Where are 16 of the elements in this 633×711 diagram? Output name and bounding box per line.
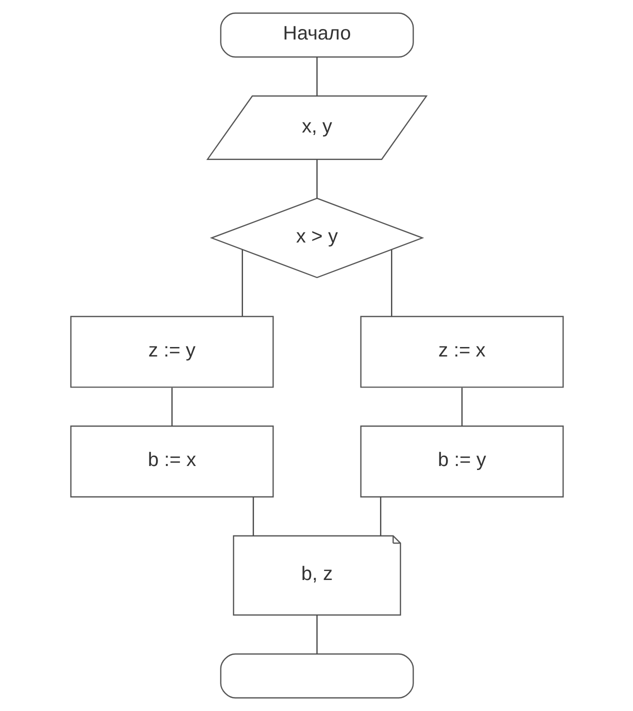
connector bbox=[380, 496, 381, 536]
connector bbox=[316, 57, 318, 96]
connector bbox=[241, 250, 242, 316]
connector bbox=[316, 615, 318, 654]
node-box: Начало bbox=[220, 12, 414, 58]
connector bbox=[170, 388, 172, 426]
node-box: b := x bbox=[70, 426, 274, 498]
node-diamond: x > y bbox=[209, 198, 424, 278]
node-box: z := x bbox=[360, 316, 564, 388]
connector bbox=[460, 388, 462, 426]
node-box: b := y bbox=[360, 426, 564, 498]
node-terminal bbox=[220, 653, 414, 698]
node-box: z := y bbox=[70, 316, 274, 388]
connector bbox=[316, 160, 318, 198]
connector bbox=[390, 250, 392, 316]
connector bbox=[252, 496, 254, 536]
